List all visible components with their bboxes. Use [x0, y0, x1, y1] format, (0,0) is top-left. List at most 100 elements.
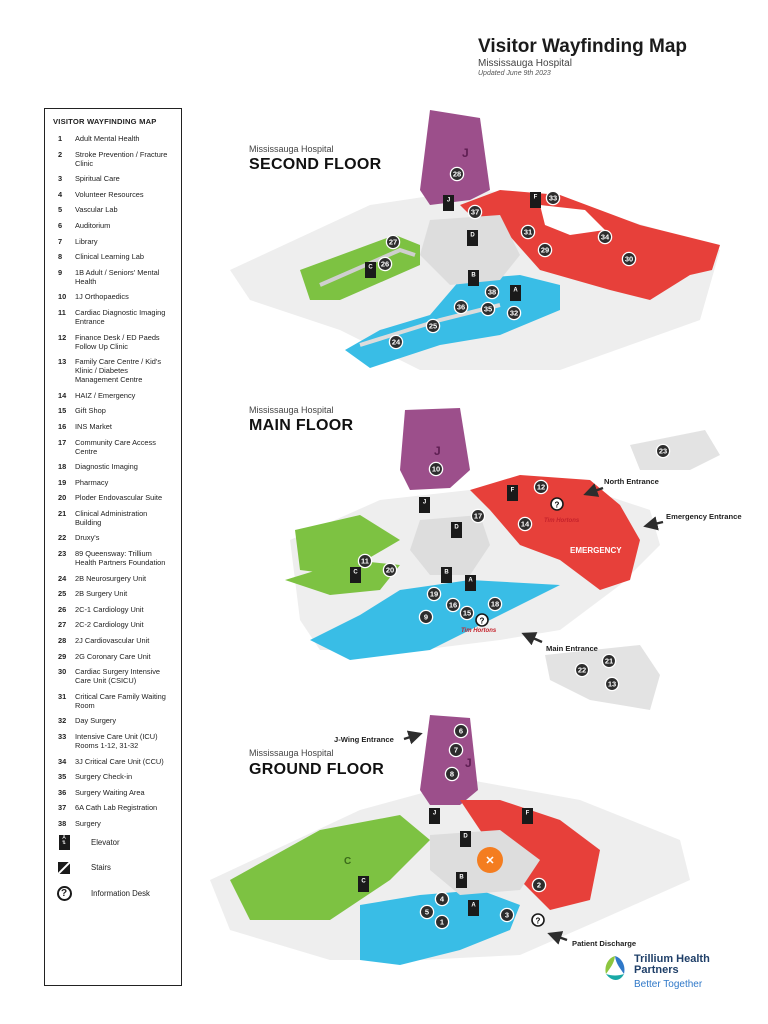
map-marker-number: 21: [605, 657, 613, 666]
elevator-icon: F: [530, 192, 541, 208]
map-marker-number: 26: [381, 260, 389, 269]
legend-item-number: 4: [58, 189, 63, 199]
elevator-letter: J: [423, 500, 426, 506]
information-desk-icon: ?: [531, 913, 545, 927]
legend-item-label: 2C-1 Cardiology Unit: [75, 604, 144, 614]
elevator-letter: A: [471, 903, 476, 909]
legend-item-label: Clinical Administration Building: [75, 508, 148, 527]
legend-item-label: Vascular Lab: [75, 205, 118, 215]
ground-floor-title: GROUND FLOOR: [249, 761, 385, 778]
map-marker: 25: [425, 318, 441, 334]
legend-key-info: ? Information Desk: [53, 885, 173, 901]
map-marker: 11: [357, 553, 373, 569]
map-marker: 31: [520, 224, 536, 240]
legend-item-label: 89 Queensway: Trillium Health Partners F…: [75, 549, 166, 568]
main-floor-red-wing: [470, 475, 640, 590]
tim-hortons-label: Tim Hortons: [544, 518, 580, 524]
updated-date: Updated June 9th 2023: [478, 70, 551, 77]
map-marker: 26: [377, 256, 393, 272]
legend-item-label: Cardiac Diagnostic Imaging Entrance: [75, 307, 166, 326]
trillium-logo: Trillium Health Partners Better Together: [600, 950, 740, 994]
legend-item-number: 9: [58, 267, 63, 277]
map-marker: 32: [506, 305, 522, 321]
legend-item-label: Gift Shop: [75, 406, 106, 416]
map-marker-number: 20: [386, 566, 394, 575]
elevator-letter: F: [511, 488, 515, 494]
legend-item-number: 27: [58, 620, 67, 630]
legend-item-label: Volunteer Resources: [75, 189, 144, 199]
main-floor-green-wing-lower: [285, 560, 400, 595]
legend-item-number: 7: [58, 236, 63, 246]
map-marker: 19: [426, 586, 442, 602]
map-marker: 23: [655, 443, 671, 459]
map-marker: 34: [597, 229, 613, 245]
clinical-admin-building: [545, 645, 660, 710]
legend-item-number: 22: [58, 533, 67, 543]
wing-letter-j: J: [462, 146, 469, 160]
map-marker: 36: [453, 299, 469, 315]
map-marker: 14: [517, 516, 533, 532]
elevator-icon: J: [419, 497, 430, 513]
legend-key-stairs: Stairs: [53, 861, 173, 874]
j-wing-entrance-label: J-Wing Entrance: [334, 735, 394, 744]
legend-item-label: Pharmacy: [75, 477, 109, 487]
legend-item-label: Diagnostic Imaging: [75, 462, 138, 472]
elevator-letter: C: [361, 879, 366, 885]
legend-key-label: Elevator: [91, 837, 120, 847]
legend-item-number: 2: [58, 149, 63, 159]
main-entrance-label: Main Entrance: [546, 644, 598, 653]
elevator-icon: D: [460, 831, 471, 847]
map-marker-number: 32: [510, 309, 518, 318]
legend-item-label: 2G Coronary Care Unit: [75, 651, 151, 661]
map-marker: 28: [449, 166, 465, 182]
legend-item-label: Finance Desk / ED Paeds Follow Up Clinic: [75, 332, 160, 351]
legend-item-number: 10: [58, 292, 67, 302]
map-marker-number: 37: [471, 208, 479, 217]
map-marker: 9: [418, 609, 434, 625]
elevator-letter: J: [433, 811, 436, 817]
map-marker: 10: [428, 461, 444, 477]
second-floor-core: [420, 215, 520, 285]
elevator-letter: F: [526, 811, 530, 817]
svg-text:?: ?: [555, 501, 560, 510]
map-marker: 20: [382, 562, 398, 578]
legend-item-label: 2J Cardiovascular Unit: [75, 636, 150, 646]
elevator-icon: F: [522, 808, 533, 824]
main-floor-hospital: Mississauga Hospital: [249, 405, 334, 415]
legend-item-label: Day Surgery: [75, 716, 117, 726]
legend-item-number: 8: [58, 252, 63, 262]
elevator-icon: C: [350, 567, 361, 583]
map-marker-number: 4: [440, 895, 445, 904]
legend-item: 21 Clinical Administration Building: [53, 509, 173, 527]
elevator-letter: D: [470, 233, 475, 239]
map-marker-number: 17: [474, 512, 482, 521]
map-marker: 15: [459, 605, 475, 621]
map-marker: 30: [621, 251, 637, 267]
map-marker-number: 35: [484, 305, 492, 314]
ground-floor-green-wing: [230, 815, 430, 920]
elevator-icon: B: [441, 567, 452, 583]
legend-item-number: 38: [58, 818, 67, 828]
second-floor-title: SECOND FLOOR: [249, 156, 382, 173]
legend-item-number: 37: [58, 803, 67, 813]
legend-item-number: 21: [58, 508, 67, 518]
main-floor-title: MAIN FLOOR: [249, 417, 354, 434]
map-marker: 27: [385, 234, 401, 250]
legend-item-number: 26: [58, 604, 67, 614]
